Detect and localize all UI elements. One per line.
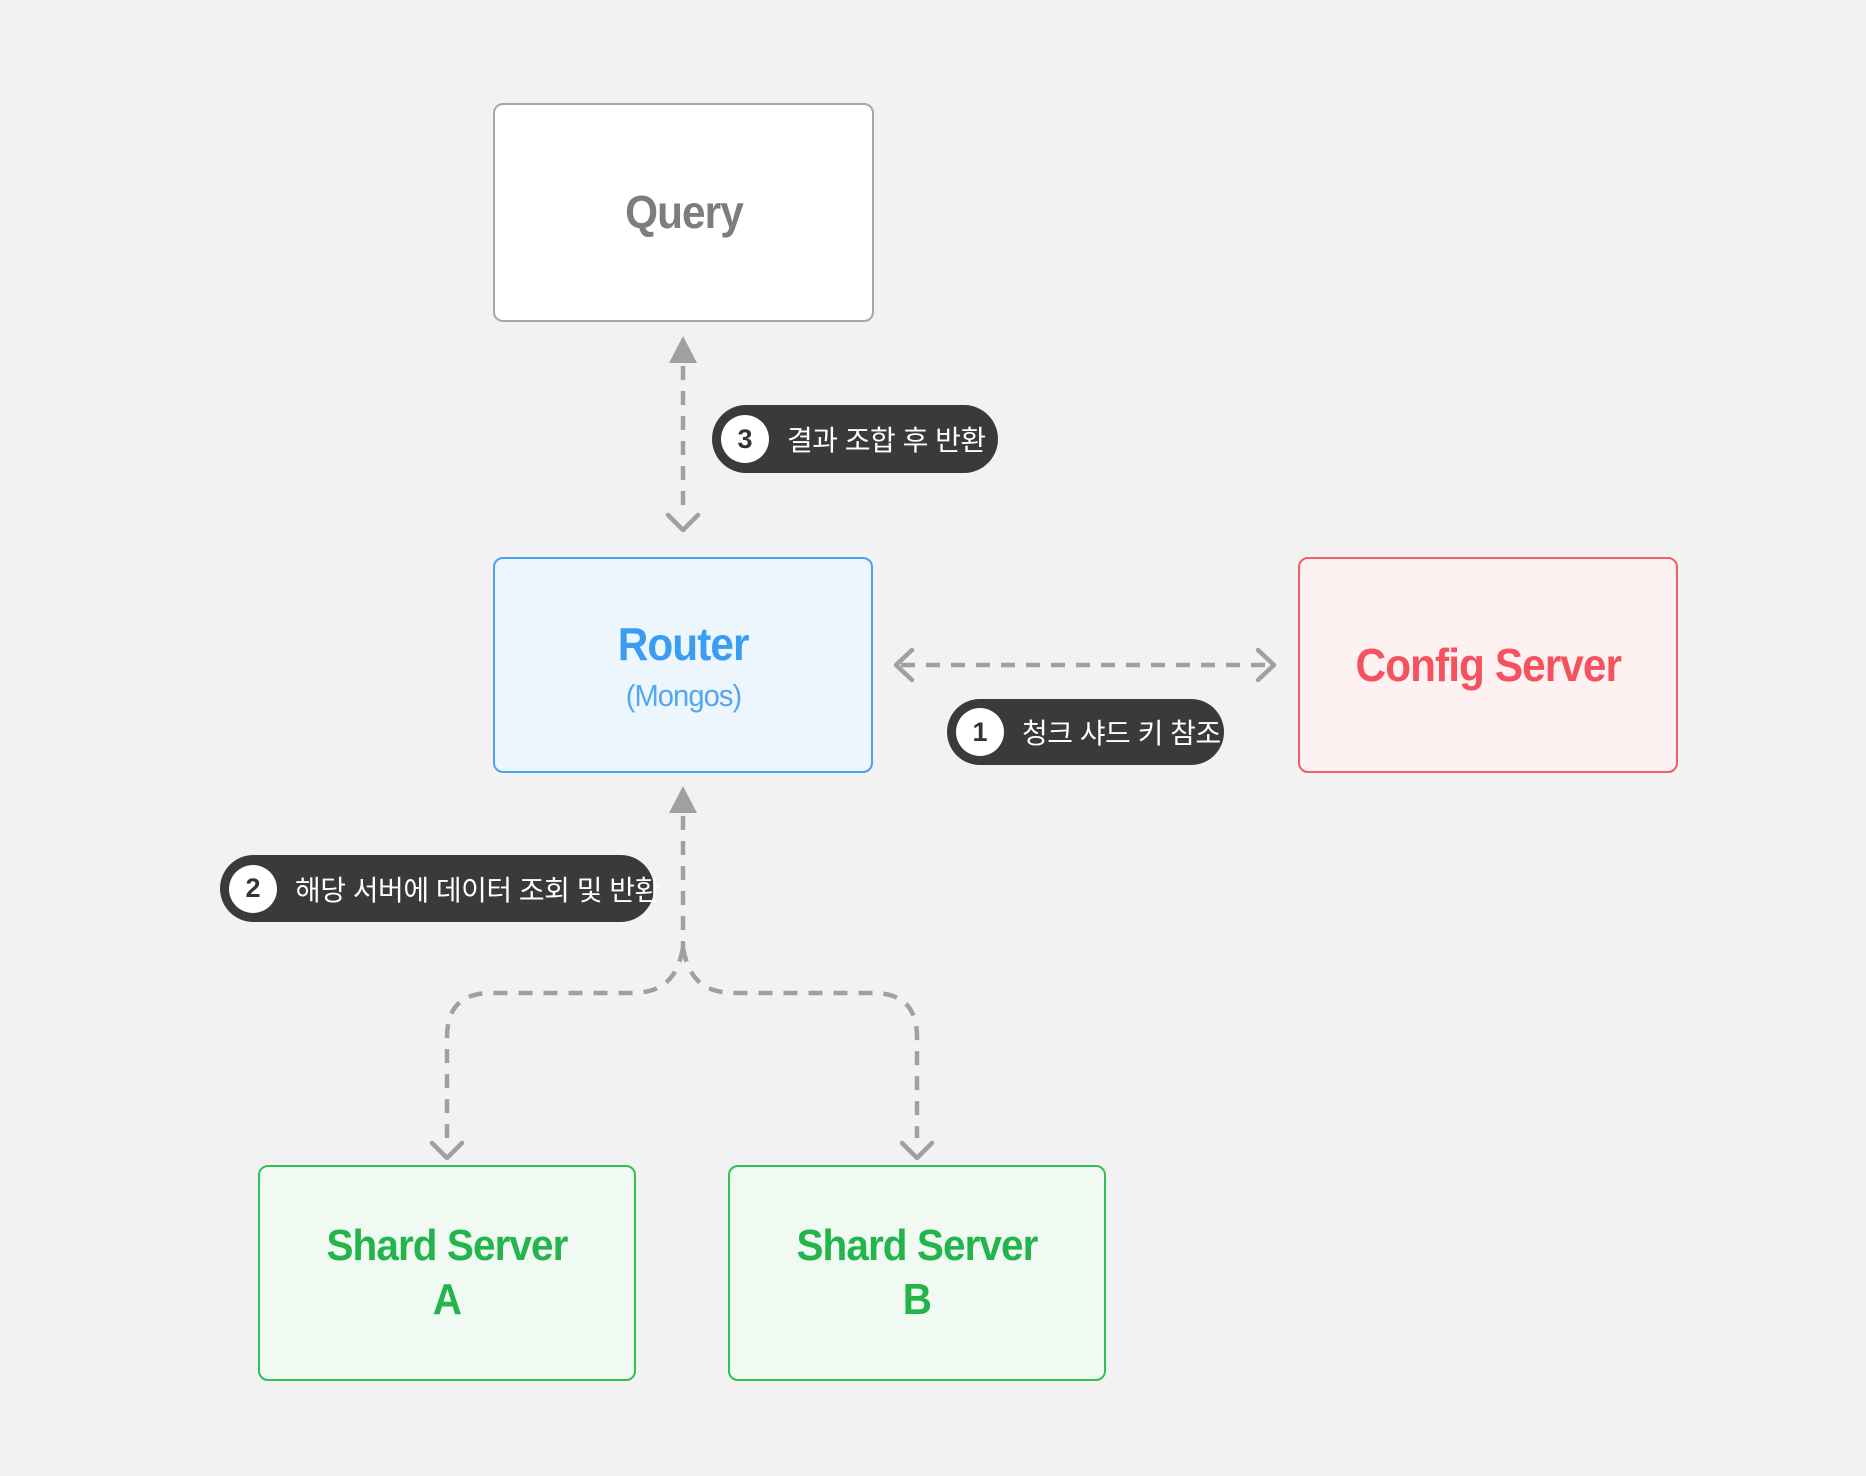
- step-3-badge: 3 결과 조합 후 반환: [712, 405, 998, 473]
- arrowhead-right-icon: [1255, 647, 1277, 683]
- branch-to-shard-b: [680, 947, 935, 1161]
- branch-to-shard-a: [429, 947, 686, 1161]
- step-2-badge: 2 해당 서버에 데이터 조회 및 반환: [220, 855, 660, 922]
- router-label: Router: [617, 617, 750, 670]
- step-1-number: 1: [956, 708, 1004, 756]
- dashed-path: [680, 947, 920, 1138]
- query-node: Query: [493, 103, 874, 322]
- shard-server-a-node: Shard Server A: [258, 1165, 636, 1381]
- router-node: Router (Mongos): [493, 557, 873, 773]
- arrowhead-down-icon: [665, 512, 701, 533]
- dashed-path: [444, 947, 686, 1138]
- step-1-label: 청크 샤드 키 참조: [1022, 718, 1221, 749]
- step-3-number: 3: [721, 415, 769, 463]
- step-1-badge: 1 청크 샤드 키 참조: [947, 699, 1224, 765]
- shard-server-b-node: Shard Server B: [728, 1165, 1106, 1381]
- arrowhead-left-icon: [893, 647, 915, 683]
- query-label: Query: [624, 186, 744, 239]
- arrow-router-to-query: [665, 336, 701, 533]
- arrow-router-config: [893, 647, 1277, 683]
- step-3-label: 결과 조합 후 반환: [787, 425, 986, 456]
- config-server-label: Config Server: [1355, 638, 1621, 691]
- shard-server-a-label: Shard Server A: [326, 1221, 569, 1324]
- config-server-node: Config Server: [1298, 557, 1678, 773]
- router-sublabel: (Mongos): [625, 678, 742, 714]
- step-2-label: 해당 서버에 데이터 조회 및 반환: [295, 874, 660, 906]
- arrowhead-down-icon: [429, 1140, 465, 1161]
- arrow-shards-to-router: [669, 786, 697, 948]
- shard-server-b-label: Shard Server B: [796, 1221, 1039, 1324]
- arrowhead-up-icon: [669, 786, 697, 813]
- arrowhead-down-icon: [899, 1140, 935, 1161]
- step-2-number: 2: [229, 864, 277, 913]
- arrowhead-up-icon: [669, 336, 697, 363]
